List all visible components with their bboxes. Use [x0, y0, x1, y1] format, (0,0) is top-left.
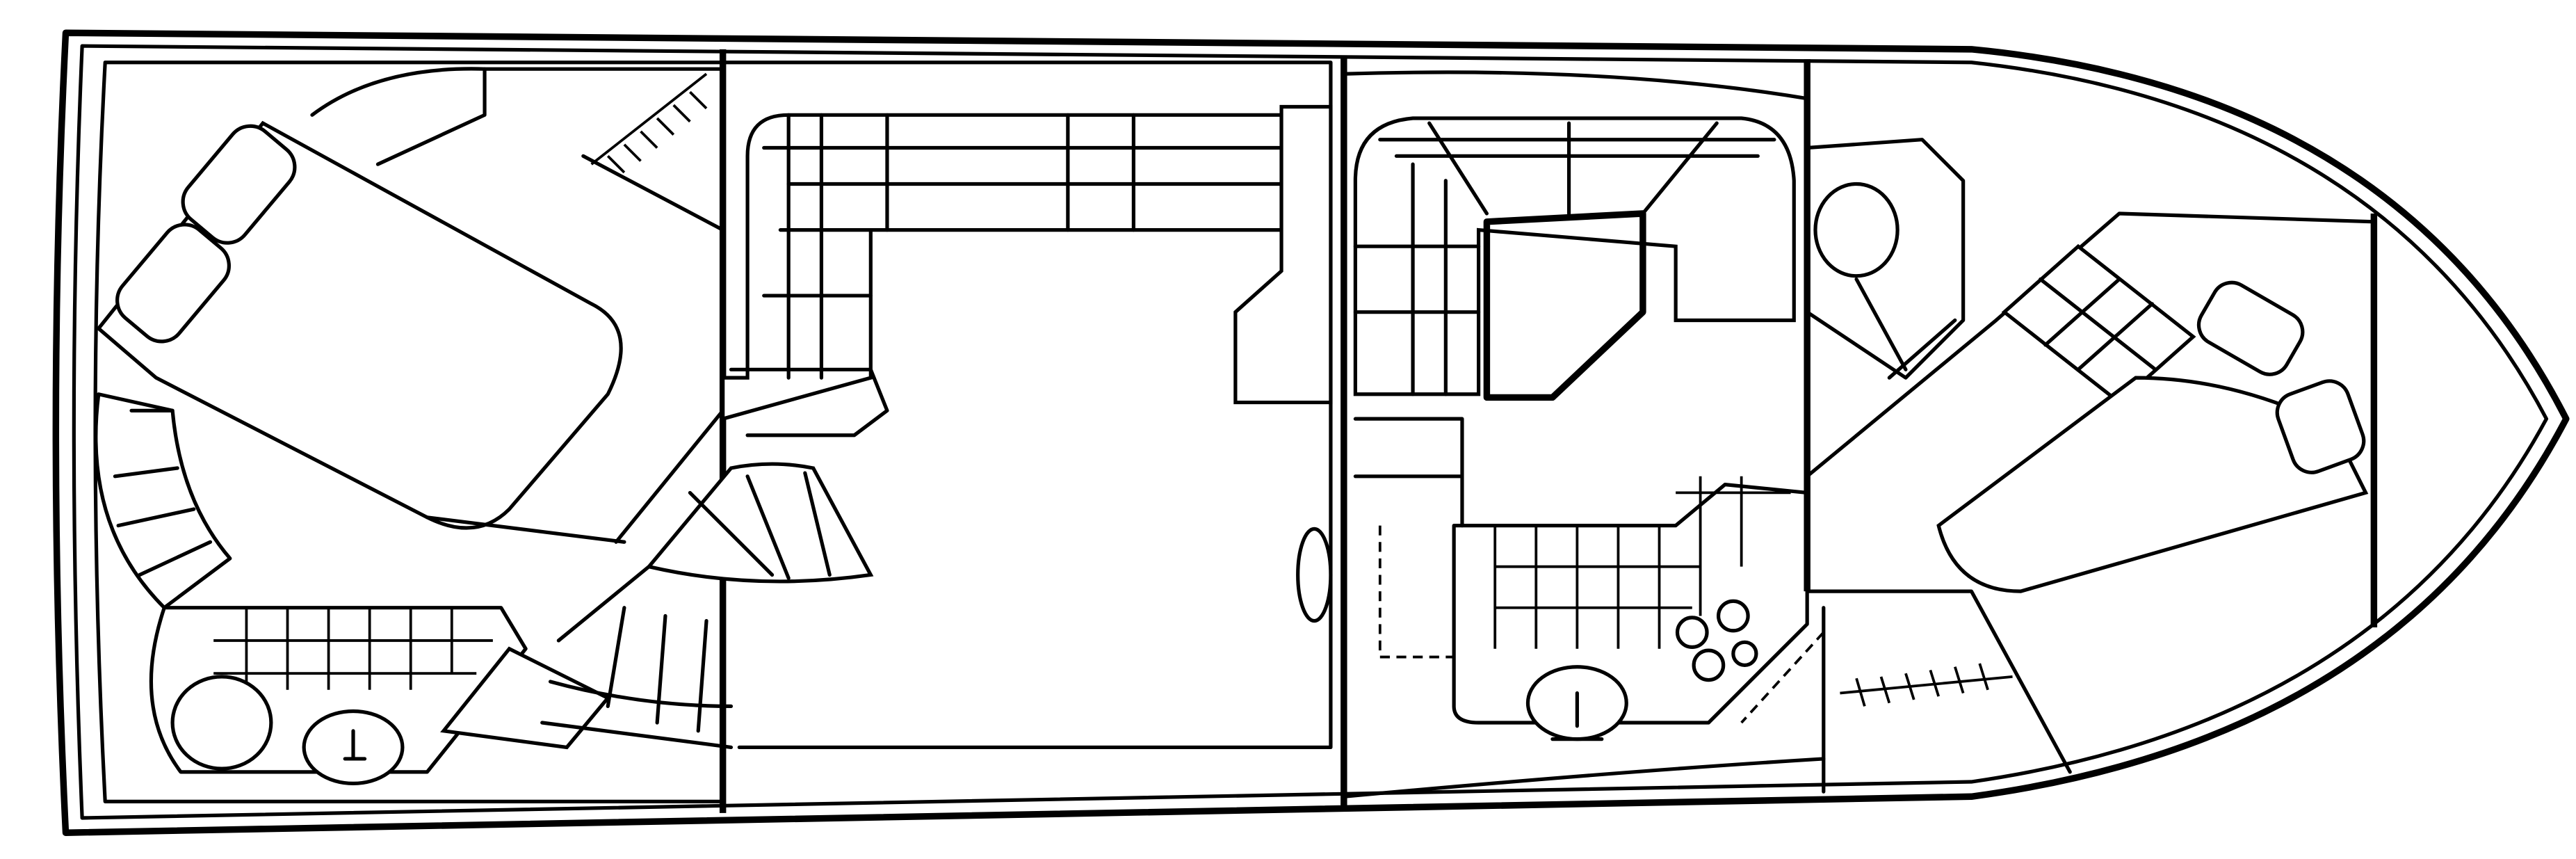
shower-stall — [440, 646, 611, 750]
toilet-icon — [170, 675, 273, 771]
pillow — [181, 124, 297, 245]
companionway-stairs — [540, 408, 874, 750]
dinette-table — [1483, 210, 1646, 401]
galley-tile-grid — [1493, 476, 1791, 649]
salon — [721, 104, 1333, 623]
pillow — [2196, 280, 2305, 376]
toilet-icon — [1813, 182, 1899, 278]
aft-double-bed — [96, 120, 623, 530]
hanging-locker — [1840, 663, 2013, 707]
hanging-locker — [590, 72, 708, 174]
hull-outline — [52, 29, 2570, 836]
aft-curved-settee — [94, 392, 232, 610]
salon-cabinet — [1233, 104, 1333, 405]
salon-l-settee — [721, 113, 1283, 437]
stove-burner-icon — [1675, 599, 1758, 682]
helm-wheel-icon — [1296, 527, 1333, 623]
pillow — [2275, 379, 2366, 474]
aft-head — [149, 606, 611, 785]
aft-stateroom — [94, 67, 725, 610]
dinette — [1353, 116, 1796, 401]
forward-head — [1805, 138, 1966, 380]
galley — [1353, 417, 1825, 741]
forward-stateroom — [1805, 211, 2376, 774]
pillow — [115, 223, 231, 344]
floor-tile-grid — [213, 607, 493, 690]
